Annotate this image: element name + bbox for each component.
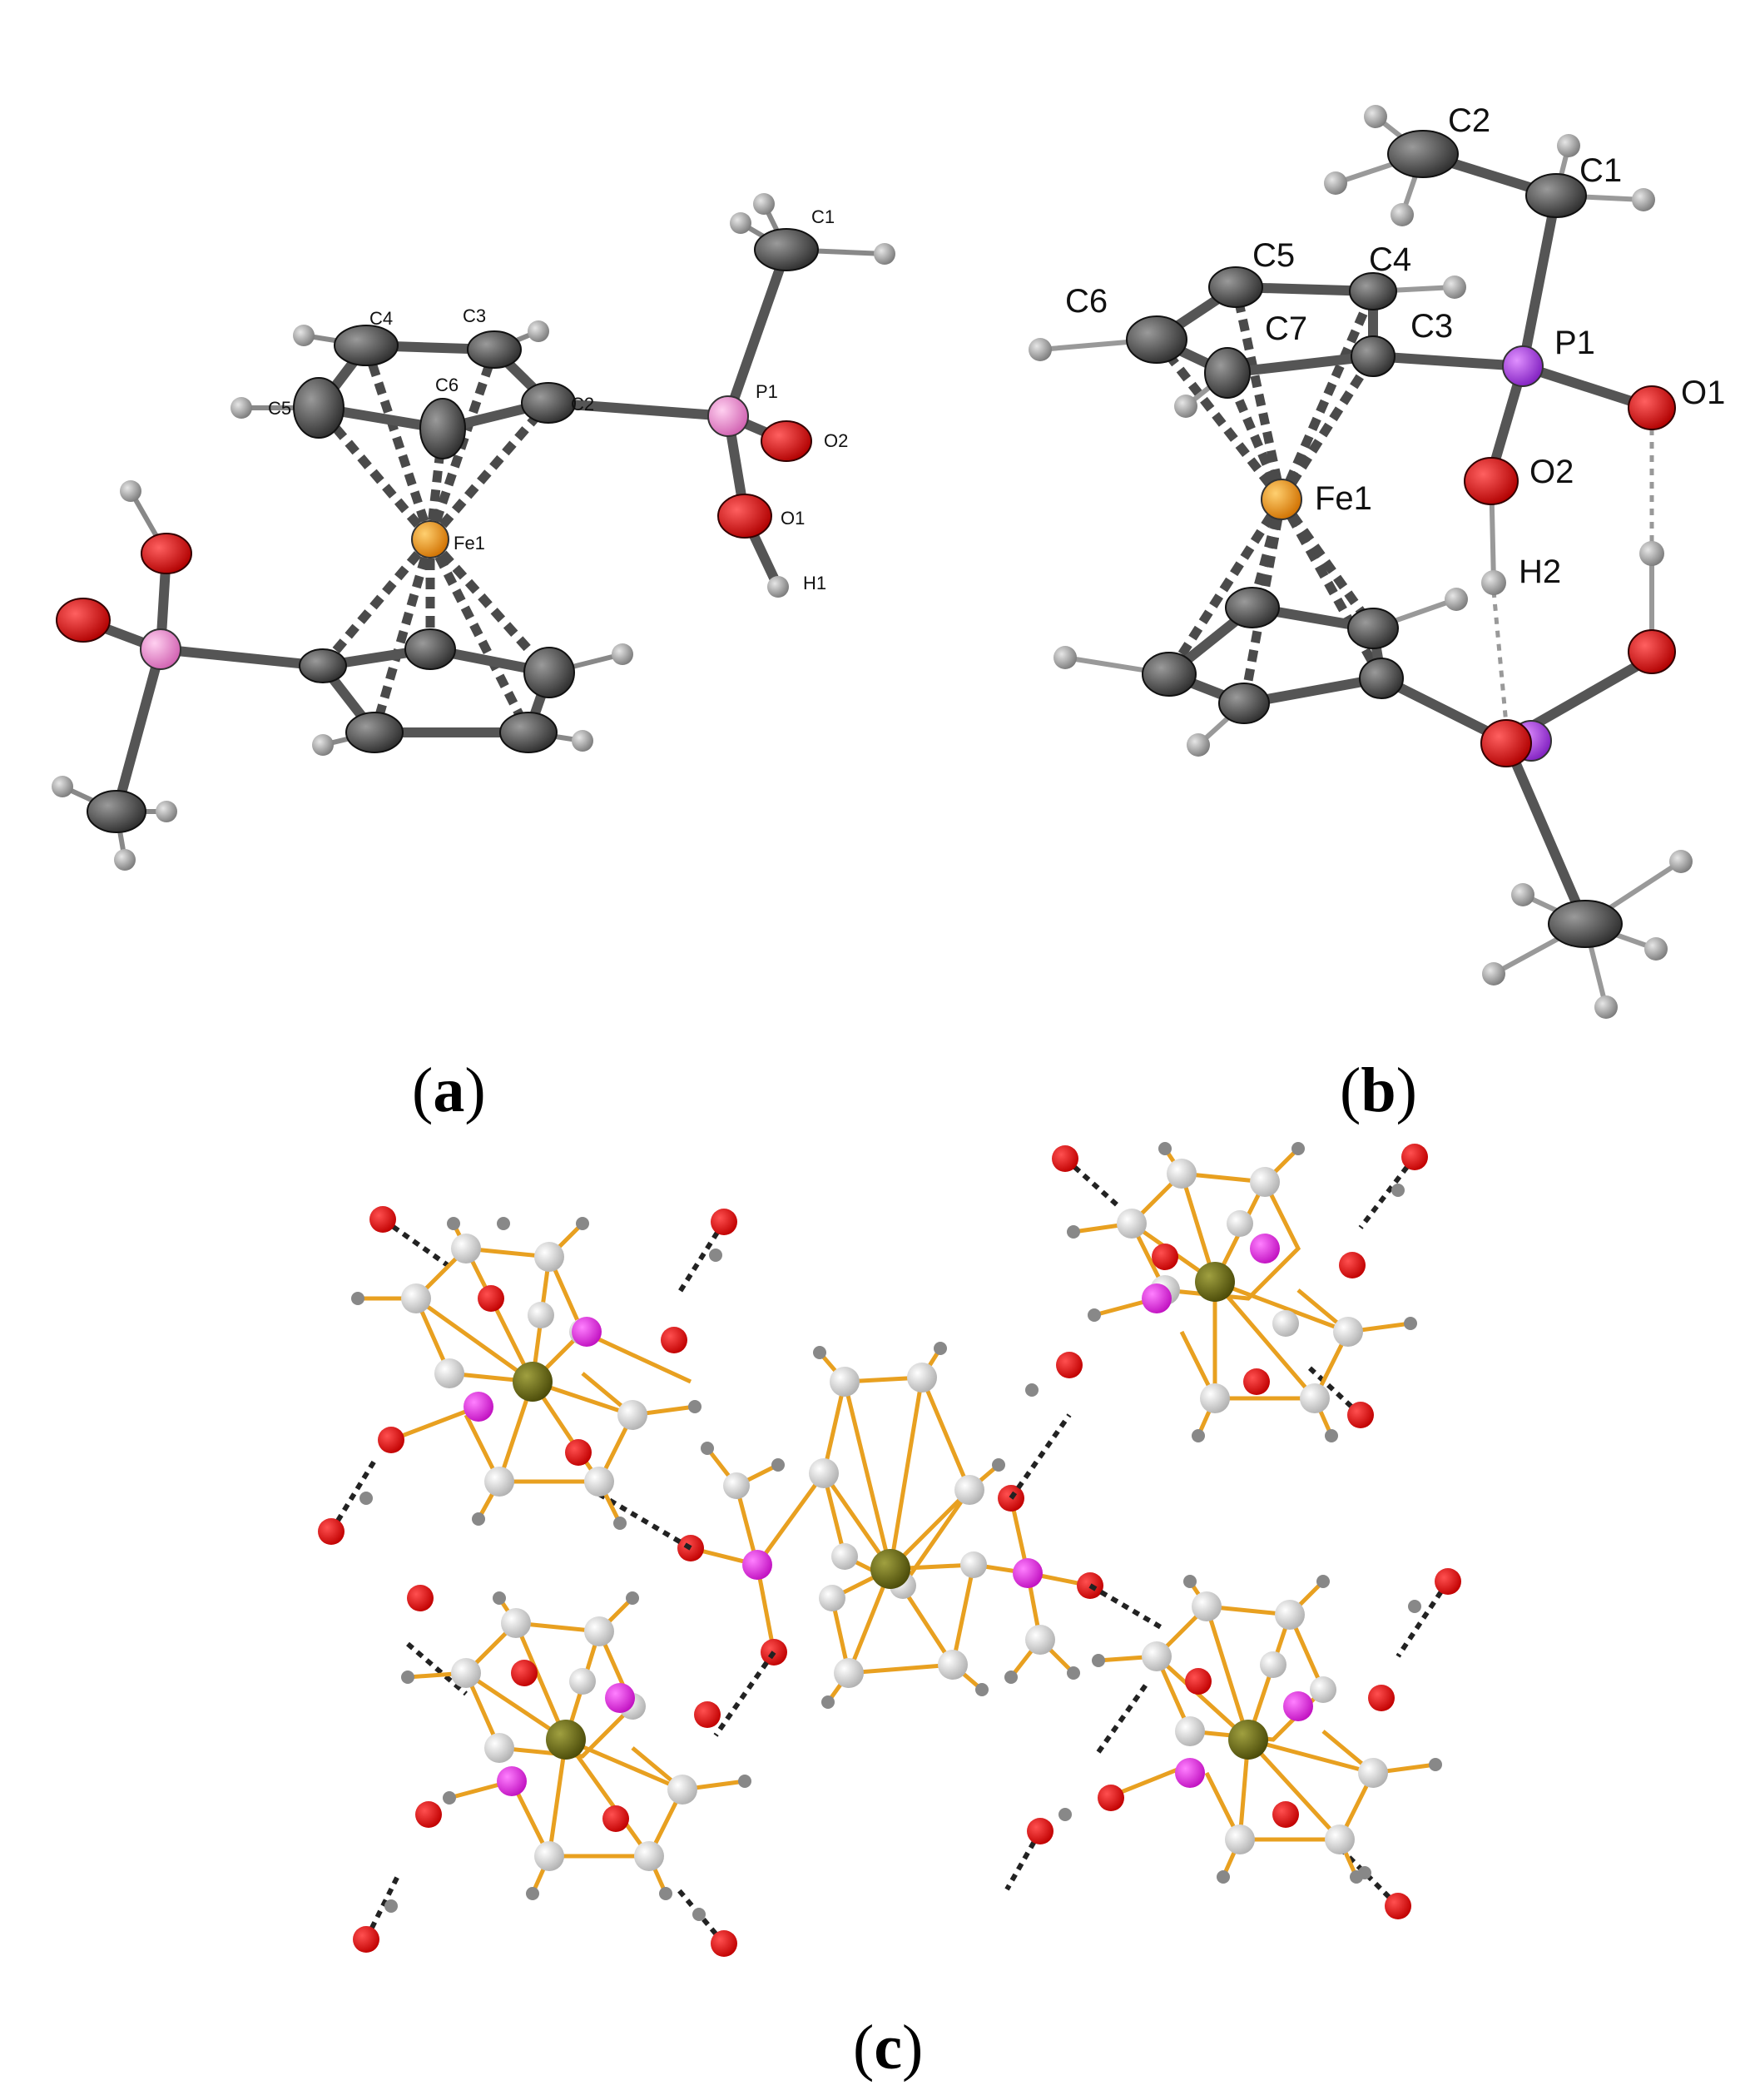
atom-c-ring2 [1359,658,1404,699]
atom-c5 [1208,266,1263,308]
atom-c-ring2 [299,648,347,683]
label-a-o1: O1 [781,508,805,529]
atom-c-ring2 [404,628,456,670]
atom-c3 [467,330,522,369]
panel-a-caption: (a) [412,1055,486,1125]
atom-c1 [754,228,819,271]
atom-p1 [1502,345,1544,387]
atom-c-ring2 [1225,587,1280,628]
label-b-h2: H2 [1519,554,1561,590]
packing-molecule-center [677,1342,1103,1709]
label-b-o2: O2 [1529,454,1574,490]
atom-c-ring2 [1347,608,1399,649]
label-b-o1: O1 [1681,375,1725,411]
atom-c7 [1204,347,1251,399]
atom-c5 [293,377,345,439]
atom-o2 [761,420,812,462]
packing-molecule-bottom-left [353,1585,751,1957]
atom-fe1 [1261,479,1302,520]
panel-b-atoms [1029,105,1693,1019]
atom-c4 [1349,272,1397,310]
atom-c-ring2 [345,712,404,753]
atom-c2 [1387,130,1459,178]
atom-c-methyl [1548,900,1623,948]
packing-hbonds [329,1155,1450,1945]
panel-b-hydrogens [1029,105,1693,1019]
label-b-c4: C4 [1369,241,1411,278]
panel-b-h-bonds [1038,114,1683,1010]
atom-c-methyl [87,790,146,833]
atom-c4 [334,325,399,366]
atom-c1 [1525,173,1587,218]
atom-o-sym [1480,719,1532,767]
label-a-c2: C2 [571,394,594,415]
atom-c-ring2 [1218,683,1270,724]
panel-a-atoms [52,193,895,871]
label-a-c6: C6 [435,375,459,395]
panel-a-molecule: C1 C2 C3 C4 C5 C6 P1 O2 O1 H1 Fe1 [52,193,895,871]
label-a-h1: H1 [803,573,826,593]
panel-b-molecule: C2 C1 C5 C4 C6 C7 C3 P1 O1 O2 Fe1 H2 [1029,102,1725,1019]
atom-c-ring2 [1142,652,1197,697]
panel-c-packing [318,1142,1461,1957]
label-a-c3: C3 [463,305,486,326]
label-b-c2: C2 [1448,102,1490,139]
packing-molecule-bottom-right [1027,1568,1461,1919]
atom-o-sym [56,598,111,643]
atom-o-sym [1628,629,1676,674]
label-b-c6: C6 [1065,283,1108,320]
atom-fe1 [411,520,449,559]
atom-c-ring2 [499,712,558,753]
label-a-c5: C5 [268,398,291,419]
packing-molecule-top-left [318,1206,737,1545]
atom-c6 [1126,315,1187,364]
panel-b-caption: (b) [1340,1055,1417,1125]
label-a-o2: O2 [824,430,848,451]
label-b-c1: C1 [1579,152,1622,189]
panel-c-caption: (c) [853,2013,923,2083]
label-b-c3: C3 [1410,308,1453,345]
atom-p1 [707,395,749,437]
atom-o2 [1464,457,1519,505]
atom-o1 [1628,385,1676,430]
label-b-p1: P1 [1554,325,1595,361]
panel-a-hydrogens [52,193,895,871]
label-a-p1: P1 [756,381,778,402]
atom-c6 [419,398,466,459]
atom-o-sym [141,533,192,574]
panel-b-hbonds [1491,429,1654,725]
atom-c3 [1351,335,1396,377]
atom-o1 [717,494,772,539]
label-b-c7: C7 [1265,310,1307,347]
label-b-c5: C5 [1252,237,1295,274]
label-a-c1: C1 [811,206,835,227]
atom-c2 [521,382,576,424]
atom-p1-sym [140,628,181,670]
panel-b-labels: C2 C1 C5 C4 C6 C7 C3 P1 O1 O2 Fe1 H2 [1065,102,1725,590]
panel-b-fe-ring-bonds [1153,285,1386,704]
packing-molecule-top-right [1025,1142,1428,1442]
label-a-fe1: Fe1 [454,533,485,554]
label-a-c4: C4 [369,308,393,329]
panel-a-labels: C1 C2 C3 C4 C5 C6 P1 O2 O1 H1 Fe1 [268,206,848,593]
atom-c-ring2 [523,647,575,698]
label-b-fe1: Fe1 [1315,480,1372,517]
